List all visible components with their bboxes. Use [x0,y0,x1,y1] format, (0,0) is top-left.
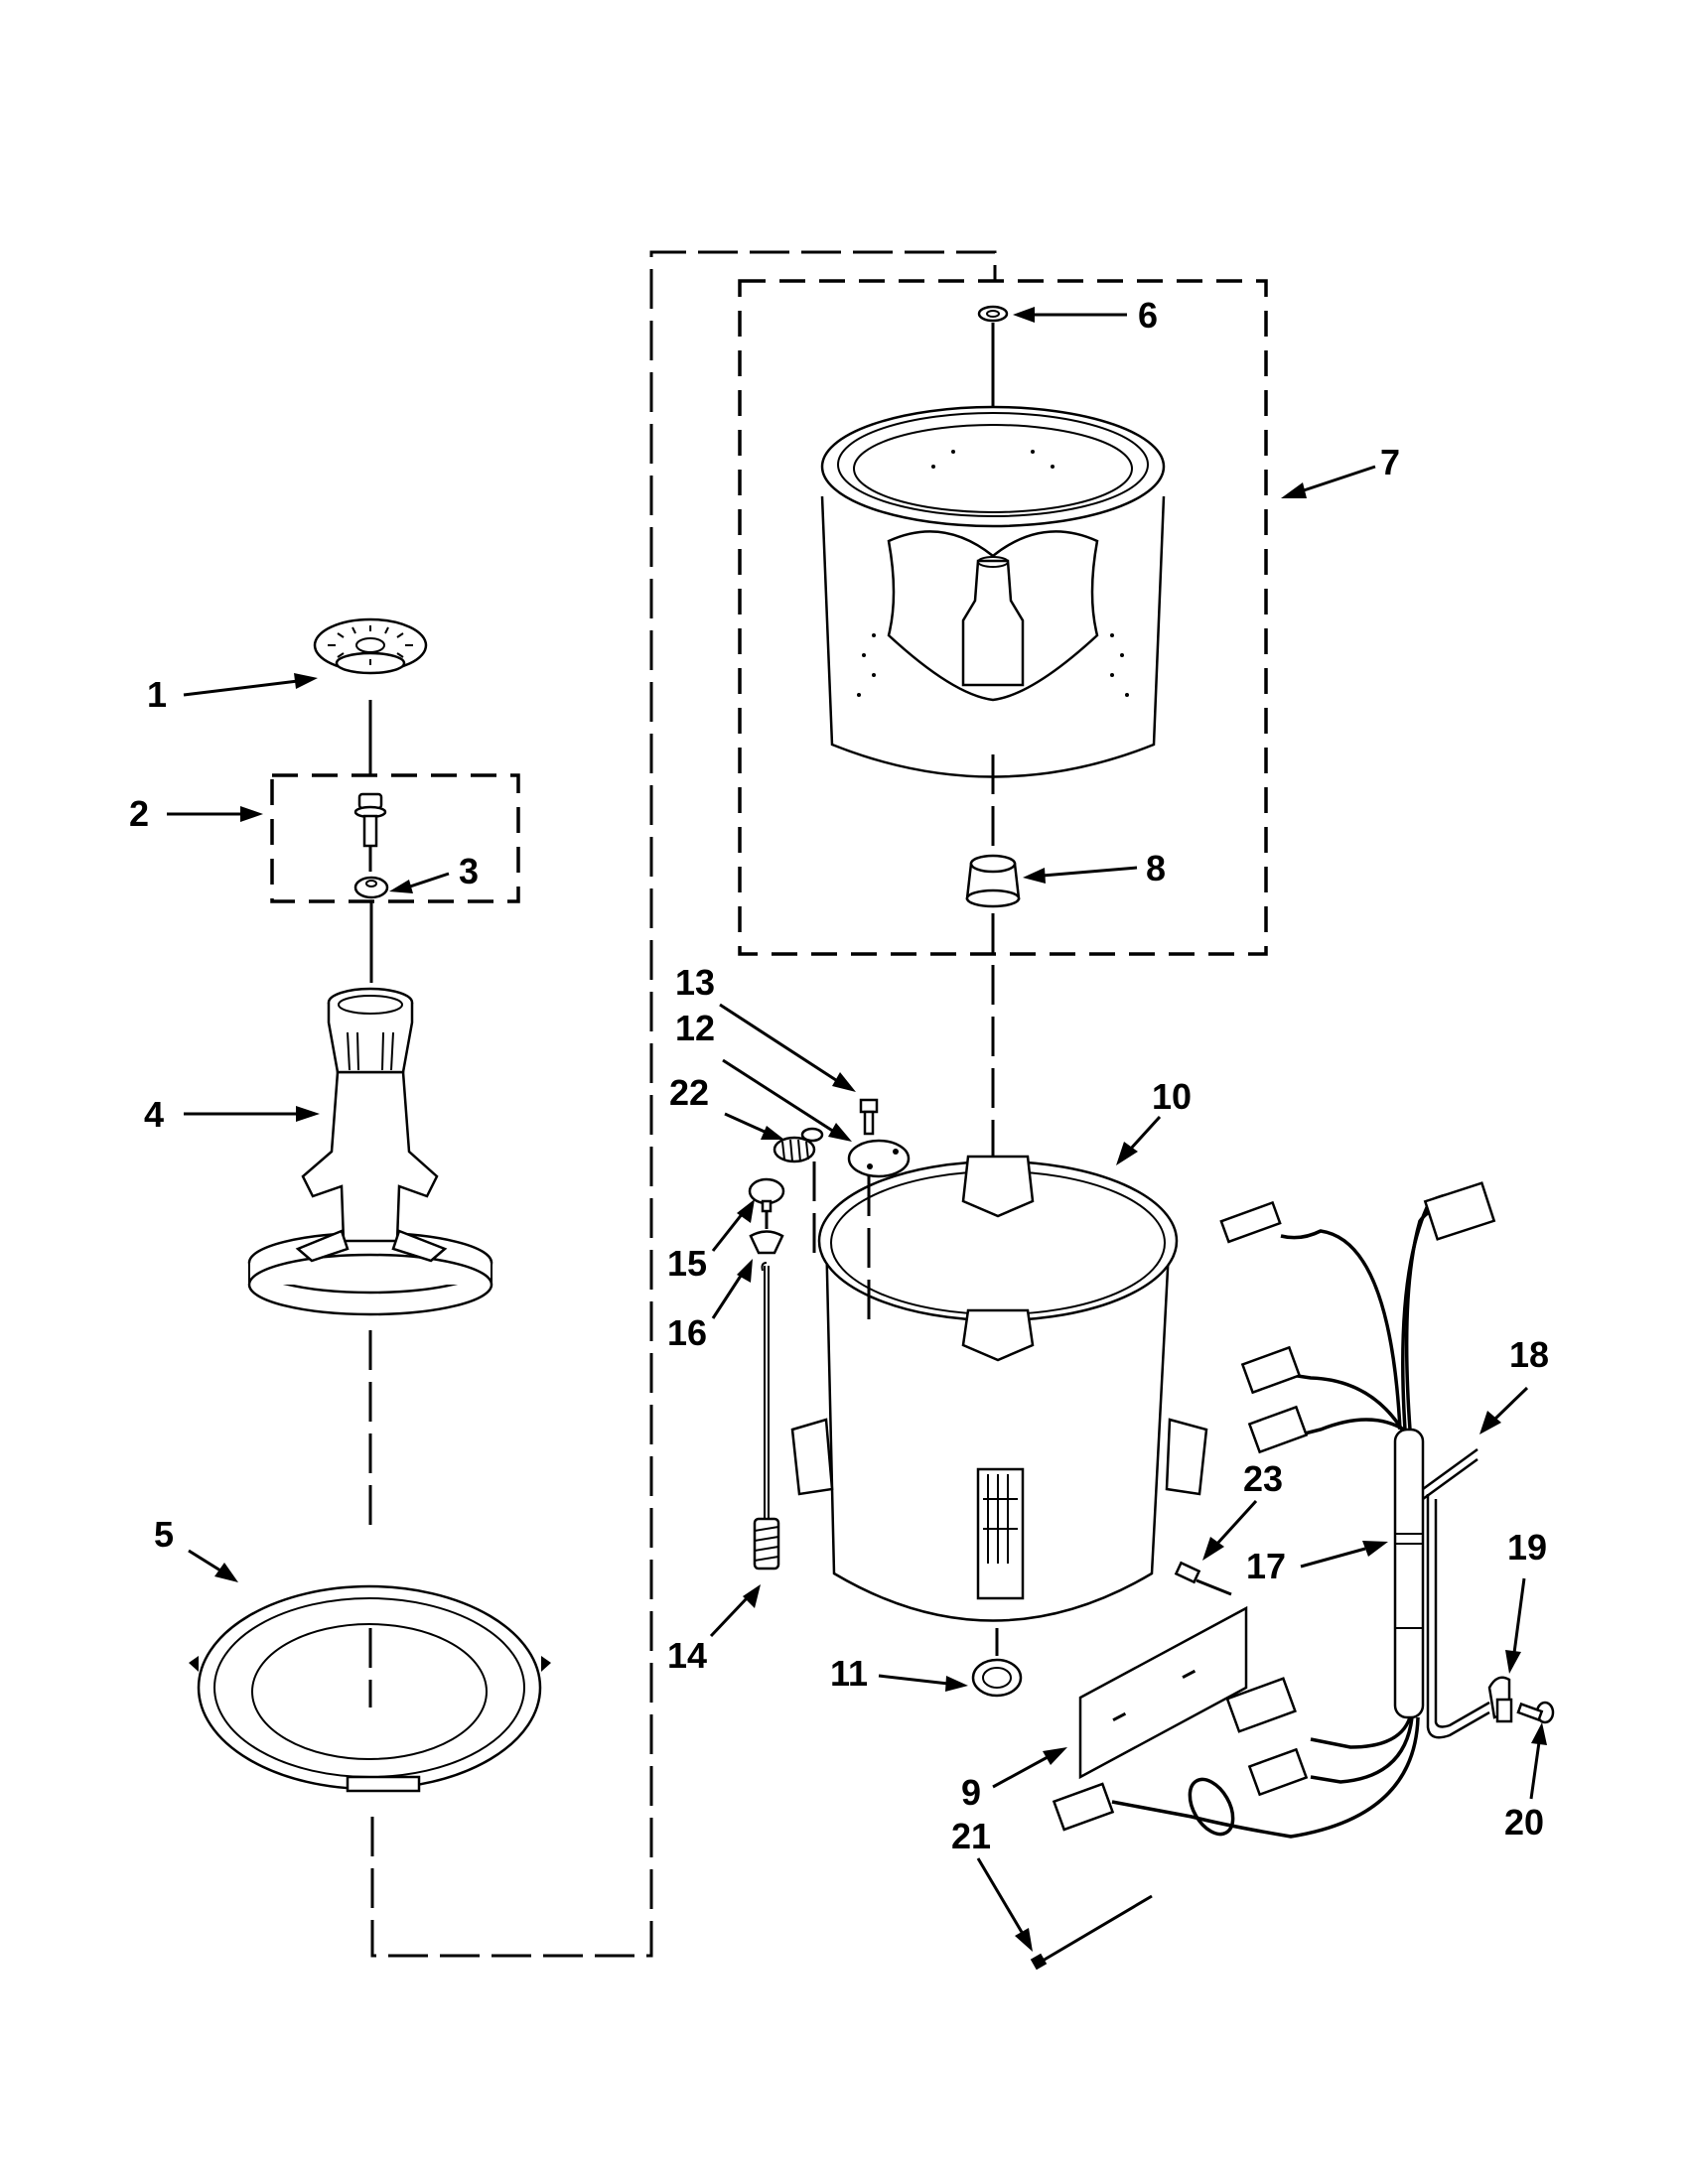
callout-arrow-3 [406,872,450,889]
part-23-screw[interactable] [1174,1561,1232,1596]
part-22-spring[interactable] [773,1127,824,1163]
arrow-head-icon [1362,1541,1388,1557]
part-label-13[interactable]: 13 [675,962,715,1003]
callout-arrow-21 [976,1857,1025,1935]
part-label-5[interactable]: 5 [154,1514,174,1555]
arrow-head-icon [1013,307,1035,323]
part-9-board-shield[interactable] [1078,1605,1248,1780]
arrow-head-icon [1116,1142,1138,1165]
arrow-head-icon [240,806,263,822]
arrow-head-icon [214,1563,238,1582]
arrow-head-icon [1043,1747,1067,1765]
part-label-2[interactable]: 2 [129,793,149,834]
part-label-23[interactable]: 23 [1243,1458,1283,1499]
arrow-head-icon [1202,1537,1224,1561]
callout-arrow-14 [709,1596,749,1638]
part-label-18[interactable]: 18 [1509,1334,1549,1375]
part-label-11[interactable]: 11 [830,1653,868,1694]
arrow-head-icon [294,673,318,689]
arrow-head-icon [389,880,413,893]
part-label-20[interactable]: 20 [1504,1802,1544,1843]
callout-arrow-22 [724,1112,766,1134]
part-label-14[interactable]: 14 [667,1635,707,1676]
arrow-head-icon [945,1676,968,1692]
part-4-agitator[interactable] [247,987,493,1316]
arrow-head-icon [743,1584,761,1608]
callout-arrow-16 [711,1272,745,1319]
arrow-head-icon [1015,1928,1033,1952]
part-label-22[interactable]: 22 [669,1072,709,1113]
assembly-connector-line [370,250,997,1958]
part-2-group-box[interactable] [270,773,520,903]
arrow-head-icon [1023,868,1046,884]
callout-arrow-17 [1300,1547,1366,1569]
callout-arrow-15 [711,1212,745,1252]
callout-arrow-18 [1492,1386,1529,1422]
part-label-16[interactable]: 16 [667,1312,707,1353]
callout-arrow-20 [1529,1741,1541,1800]
callout-arrow-13 [719,1003,840,1084]
arrow-head-icon [761,1126,784,1140]
part-10-outer-tub[interactable] [790,1155,1208,1622]
arrow-head-icon [1505,1650,1521,1674]
arrow-head-icon [296,1106,320,1122]
arrow-head-icon [828,1123,852,1142]
part-label-9[interactable]: 9 [961,1772,981,1813]
callout-arrow-5 [188,1549,221,1572]
part-label-4[interactable]: 4 [144,1094,164,1135]
part-16-dampening-cup[interactable] [749,1230,784,1255]
arrow-head-icon [1479,1411,1501,1434]
part-3-washer[interactable] [353,876,389,899]
part-20-screw[interactable] [1516,1701,1555,1724]
part-label-1[interactable]: 1 [147,674,167,715]
callout-arrow-12 [722,1058,835,1134]
part-19-clamp[interactable] [1487,1676,1513,1723]
callout-arrow-7 [1300,465,1376,493]
part-21-cable-tie[interactable] [1030,1894,1153,1971]
part-6-nut[interactable] [977,305,1009,323]
arrow-head-icon [1531,1722,1547,1745]
part-label-19[interactable]: 19 [1507,1527,1547,1568]
part-label-17[interactable]: 17 [1246,1546,1286,1586]
part-14-suspension-rod[interactable] [753,1262,780,1570]
callout-arrow-10 [1128,1115,1162,1152]
callout-arrow-11 [878,1674,949,1686]
part-label-21[interactable]: 21 [951,1816,991,1856]
part-11-tub-seal[interactable] [971,1658,1023,1698]
part-18-pressure-hose[interactable] [1422,1447,1490,1739]
arrow-head-icon [737,1259,753,1283]
part-17-wire-harness[interactable] [1052,1181,1496,1842]
arrow-head-icon [737,1199,755,1223]
callout-arrow-19 [1512,1577,1526,1654]
callout-arrow-23 [1214,1499,1258,1547]
arrow-head-icon [832,1072,856,1092]
part-8-hub[interactable] [965,854,1021,908]
part-label-3[interactable]: 3 [459,851,479,891]
part-1-agitator-cap[interactable] [313,617,428,675]
part-label-10[interactable]: 10 [1152,1076,1192,1117]
part-label-6[interactable]: 6 [1138,295,1158,336]
part-label-8[interactable]: 8 [1146,848,1166,888]
part-label-12[interactable]: 12 [675,1008,715,1048]
bolt [353,792,387,848]
part-label-7[interactable]: 7 [1380,442,1400,482]
callout-arrow-9 [992,1755,1049,1789]
part-label-15[interactable]: 15 [667,1243,707,1284]
part-13-screw[interactable] [859,1098,879,1136]
callout-arrow-1 [183,679,299,697]
part-7-group-box[interactable] [738,279,1268,956]
arrow-head-icon [1281,482,1307,498]
part-12-bracket-plate[interactable] [847,1139,911,1178]
part-15-pivot-ball[interactable] [748,1177,785,1213]
wash-basket[interactable] [820,405,1166,778]
callout-arrow-8 [1042,866,1138,878]
